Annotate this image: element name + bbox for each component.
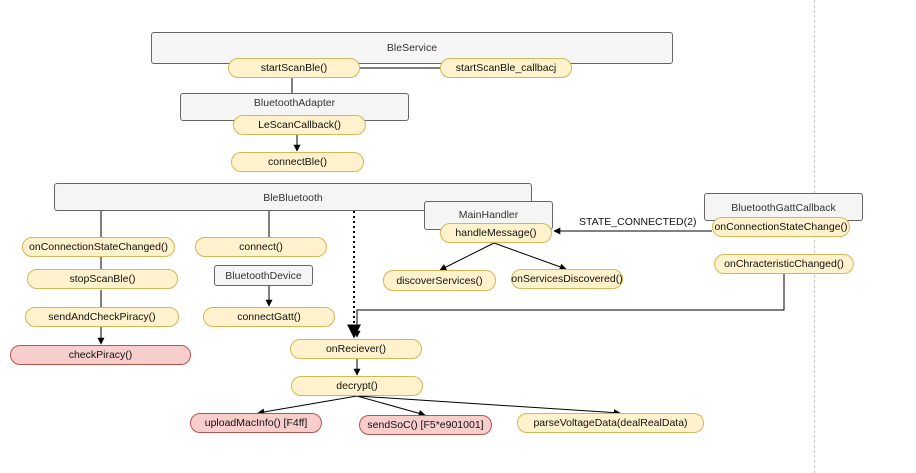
node-on-connection-state-change[interactable]: onConnectionStateChange() bbox=[712, 217, 850, 237]
node-check-piracy[interactable]: checkPiracy() bbox=[10, 345, 191, 365]
node-stop-scan-ble[interactable]: stopScanBle() bbox=[27, 269, 178, 289]
edge-chracteristic-onreciever bbox=[353, 274, 785, 338]
node-ble-bluetooth[interactable]: BleBluetooth bbox=[54, 183, 532, 211]
edge-handle-discover bbox=[439, 242, 495, 271]
node-send-soc[interactable]: sendSoC() [F5*e901001] bbox=[359, 415, 492, 435]
node-bluetooth-device[interactable]: BluetoothDevice bbox=[214, 265, 313, 286]
node-connect-ble[interactable]: connectBle() bbox=[231, 152, 364, 172]
node-on-reciever[interactable]: onReciever() bbox=[290, 339, 422, 359]
node-send-and-check-piracy[interactable]: sendAndCheckPiracy() bbox=[25, 307, 179, 327]
edge-label-state-connected: STATE_CONNECTED(2) bbox=[579, 216, 697, 228]
edge-decrypt-upload bbox=[257, 395, 358, 416]
node-le-scan-callback[interactable]: LeScanCallback() bbox=[233, 115, 366, 135]
node-handle-message[interactable]: handleMessage() bbox=[440, 223, 552, 243]
node-ble-service[interactable]: BleService bbox=[151, 32, 673, 64]
edge-handle-onservices bbox=[493, 242, 567, 271]
edge-decrypt-parse bbox=[356, 395, 621, 417]
edge-decrypt-sendsoc bbox=[356, 395, 426, 417]
node-connect-gatt[interactable]: connectGatt() bbox=[203, 307, 335, 327]
node-parse-voltage-data[interactable]: parseVoltageData(dealRealData) bbox=[517, 413, 704, 433]
node-start-scan-ble[interactable]: startScanBle() bbox=[228, 58, 360, 78]
node-on-services-discovered[interactable]: onServicesDiscovered() bbox=[511, 269, 623, 289]
node-upload-mac-info[interactable]: uploadMacInfo() [F4ff] bbox=[190, 413, 322, 433]
node-decrypt[interactable]: decrypt() bbox=[291, 376, 423, 396]
node-discover-services[interactable]: discoverServices() bbox=[383, 270, 496, 291]
node-on-connection-state-changed[interactable]: onConnectionStateChanged() bbox=[22, 237, 175, 257]
node-connect[interactable]: connect() bbox=[195, 237, 327, 257]
node-start-scan-ble-callbacj[interactable]: startScanBle_callbacj bbox=[440, 58, 572, 78]
node-on-chracteristic-changed[interactable]: onChracteristicChanged() bbox=[714, 254, 854, 274]
